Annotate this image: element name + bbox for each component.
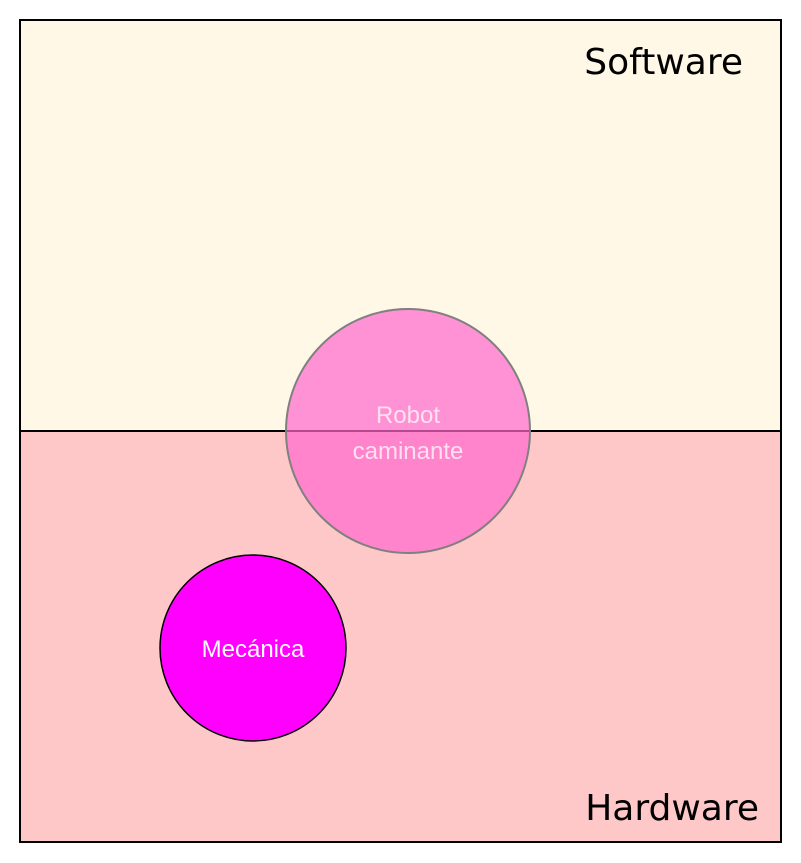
robot-caminante-label-line2: caminante bbox=[353, 438, 464, 465]
software-label: Software bbox=[584, 42, 743, 83]
robot-caminante-label-line1: Robot bbox=[376, 402, 440, 429]
robot-caminante-node bbox=[285, 308, 531, 554]
outer-border bbox=[19, 19, 782, 843]
mecanica-label: Mecánica bbox=[202, 636, 305, 663]
hardware-label: Hardware bbox=[585, 788, 759, 829]
mecanica-node bbox=[159, 554, 347, 742]
